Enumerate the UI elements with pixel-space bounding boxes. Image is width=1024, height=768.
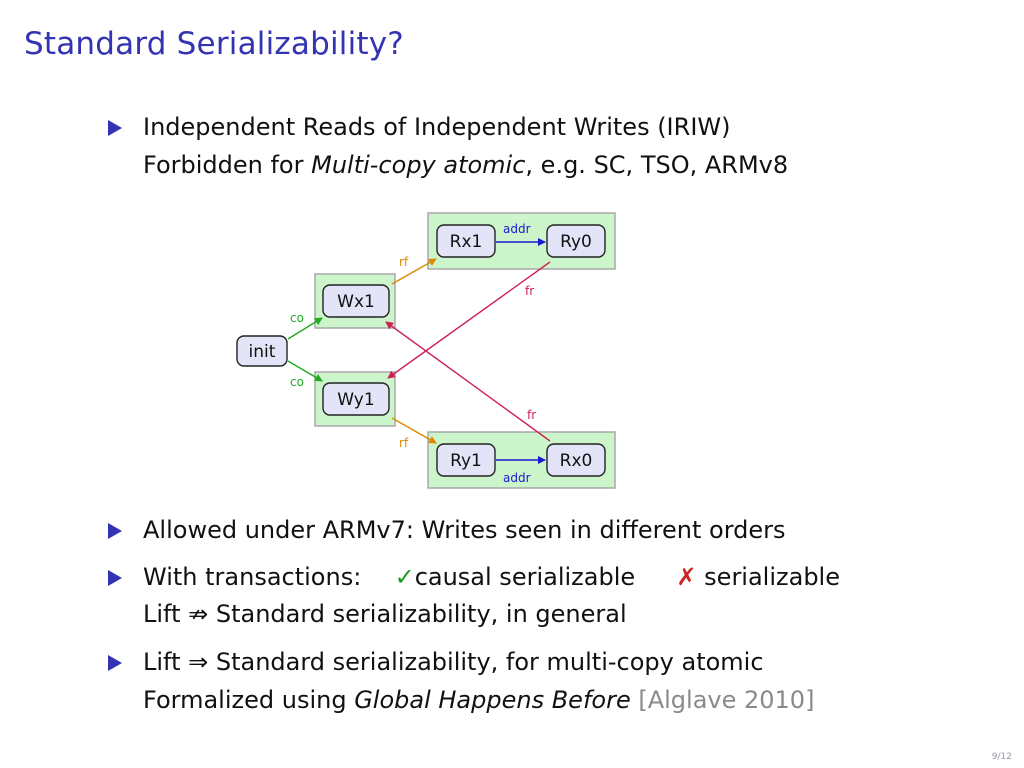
bullet4-line2: Formalized using Global Happens Before […	[143, 686, 814, 714]
node-init-box	[236, 335, 288, 367]
bullet-marker	[108, 523, 122, 539]
rf-label-top: rf	[399, 255, 409, 269]
fr-edge-bottom	[385, 321, 551, 442]
slide-title: Standard Serializability?	[24, 26, 404, 62]
node-ry0: Ry0	[560, 232, 592, 252]
node-rx1-box	[436, 224, 496, 258]
bullet-marker	[108, 120, 122, 136]
bullet4-prefix: Formalized using	[143, 686, 355, 714]
node-rx0: Rx0	[560, 451, 593, 471]
bullet1-line2: Forbidden for Multi-copy atomic, e.g. SC…	[143, 151, 788, 179]
rf-edge-bottom	[391, 417, 437, 444]
addr-label-top: addr	[503, 222, 531, 236]
bullet3-prefix: With transactions:	[143, 563, 362, 591]
bullet1-prefix: Forbidden for	[143, 151, 312, 179]
bullet3-line2: Lift ⇏ Standard serializability, in gene…	[143, 600, 627, 628]
node-ry0-box	[546, 224, 606, 258]
fr-label-bottom: fr	[527, 408, 536, 422]
co-label-bottom: co	[290, 375, 304, 389]
bullet1-line1: Independent Reads of Independent Writes …	[143, 113, 731, 141]
bullet3-line1: With transactions: ✓causal serializable …	[143, 563, 840, 591]
fr-edge-top	[387, 261, 551, 379]
rf-label-bottom: rf	[399, 436, 409, 450]
bullet2-line: Allowed under ARMv7: Writes seen in diff…	[143, 516, 786, 544]
page-number: 9/12	[991, 752, 1012, 762]
bullet4-line1: Lift ⇒ Standard serializability, for mul…	[143, 648, 764, 676]
node-ry1: Ry1	[450, 451, 482, 471]
bullet-marker	[108, 655, 122, 671]
cross-icon: ✗	[676, 563, 697, 591]
bullet4-italic: Global Happens Before	[354, 686, 631, 714]
node-wx1-box	[322, 284, 390, 318]
co-edge-bottom	[287, 360, 323, 382]
node-wx1: Wx1	[337, 292, 375, 312]
node-rx0-box	[546, 443, 606, 477]
serializable-text: serializable	[704, 563, 840, 591]
citation: [Alglave 2010]	[638, 686, 815, 714]
bullet1-italic: Multi-copy atomic	[311, 151, 526, 179]
co-label-top: co	[290, 311, 304, 325]
node-wy1-box	[322, 382, 390, 416]
check-icon: ✓	[394, 563, 415, 591]
causal-serializable-text: causal serializable	[414, 563, 636, 591]
node-rx1: Rx1	[450, 232, 483, 252]
node-wy1: Wy1	[337, 390, 374, 410]
bullet-marker	[108, 570, 122, 586]
rf-edge-top	[391, 258, 437, 285]
fr-label-top: fr	[525, 284, 534, 298]
node-init: init	[249, 342, 276, 362]
bullet1-suffix: , e.g. SC, TSO, ARMv8	[525, 151, 789, 179]
addr-label-bottom: addr	[503, 471, 531, 485]
co-edge-top	[287, 317, 323, 340]
node-ry1-box	[436, 443, 496, 477]
